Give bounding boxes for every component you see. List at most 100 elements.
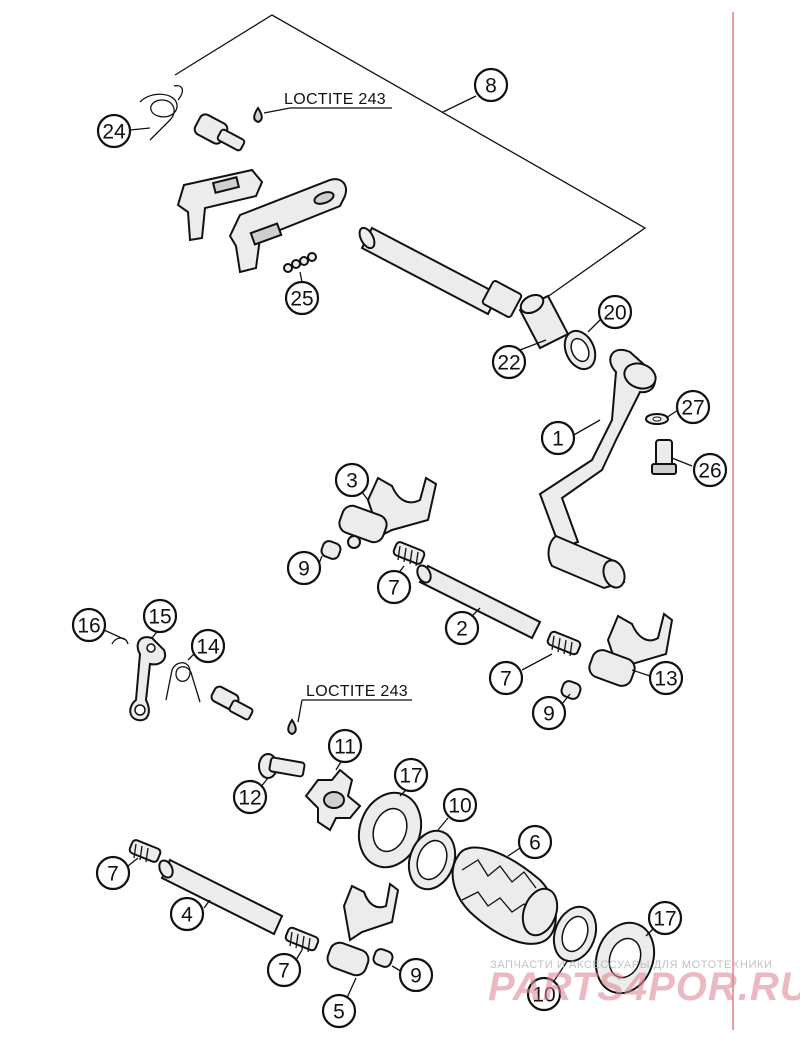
screw-12 — [258, 753, 306, 779]
shift-rod-2 — [416, 564, 542, 640]
bolt-stop — [193, 113, 246, 152]
callout-27: 27 — [675, 389, 711, 425]
callout-2: 2 — [444, 610, 480, 646]
svg-text:10: 10 — [532, 984, 555, 1007]
svg-text:12: 12 — [238, 787, 261, 810]
shift-shaft-assembly-frame — [174, 14, 647, 301]
svg-text:2: 2 — [456, 618, 468, 641]
spring-7-lower-left — [128, 839, 162, 863]
callout-7-upper: 7 — [376, 569, 412, 605]
watermark-caption: ЗАПЧАСТИ И АКСЕССУАРЫ ДЛЯ МОТОТЕХНИКИ — [490, 959, 772, 971]
callout-16: 16 — [71, 607, 107, 643]
shift-drum-6 — [451, 846, 559, 945]
roller-9-middle — [560, 680, 582, 700]
spring-7-lower-right — [284, 926, 320, 953]
svg-text:15: 15 — [148, 606, 171, 629]
callout-9-lower: 9 — [398, 957, 434, 993]
svg-text:17: 17 — [399, 765, 422, 788]
shift-plate-rear — [176, 168, 264, 242]
callout-1: 1 — [540, 420, 576, 456]
svg-text:9: 9 — [410, 965, 422, 988]
callout-4: 4 — [169, 896, 205, 932]
callout-26: 26 — [692, 452, 728, 488]
small-spring-25 — [283, 252, 317, 273]
svg-text:9: 9 — [298, 558, 310, 581]
svg-text:27: 27 — [681, 397, 704, 420]
svg-text:6: 6 — [529, 832, 541, 855]
callout-14: 14 — [190, 628, 226, 664]
callout-13: 13 — [648, 660, 684, 696]
roller-9-lower — [372, 948, 394, 968]
svg-text:20: 20 — [603, 302, 626, 325]
locking-lever-15 — [129, 636, 166, 722]
callout-8: 8 — [473, 67, 509, 103]
svg-text:26: 26 — [698, 460, 721, 483]
shift-plate-front — [228, 178, 348, 274]
shift-fork-3 — [338, 476, 438, 549]
svg-text:7: 7 — [500, 668, 512, 691]
callout-12: 12 — [232, 779, 268, 815]
spring-7-upper — [392, 541, 426, 567]
callout-9-middle: 9 — [531, 695, 567, 731]
shim-10-lower — [552, 905, 598, 963]
needle-bearing-22 — [518, 293, 570, 350]
svg-text:17: 17 — [653, 908, 676, 931]
svg-text:7: 7 — [278, 960, 290, 983]
callout-10-upper: 10 — [442, 787, 478, 823]
callout-7-lower-left: 7 — [95, 855, 131, 891]
svg-text:25: 25 — [290, 288, 313, 311]
svg-text:3: 3 — [346, 470, 358, 493]
svg-text:8: 8 — [485, 75, 497, 98]
svg-text:24: 24 — [102, 121, 126, 144]
callout-11: 11 — [327, 728, 363, 764]
callout-7-middle: 7 — [488, 660, 524, 696]
screw-26 — [651, 439, 677, 475]
callout-17-upper: 17 — [393, 757, 429, 793]
loctite-drop-top — [253, 106, 263, 124]
roller-9-upper — [320, 540, 342, 560]
bolt-stop-lower — [210, 685, 254, 721]
svg-text:13: 13 — [654, 668, 677, 691]
spring-24 — [139, 84, 184, 141]
seal-ring-20 — [563, 329, 597, 371]
callout-15: 15 — [142, 598, 178, 634]
callout-7-lower-right: 7 — [266, 952, 302, 988]
callout-5: 5 — [321, 993, 357, 1029]
callout-9-upper: 9 — [286, 550, 322, 586]
shift-shaft — [358, 226, 523, 318]
svg-text:22: 22 — [497, 352, 520, 375]
shift-fork-5 — [326, 882, 400, 977]
watermark-brand: PARTS4POR.RU — [488, 965, 800, 1009]
shift-rod-4 — [158, 858, 284, 936]
svg-text:16: 16 — [77, 615, 100, 638]
callout-6: 6 — [517, 824, 553, 860]
shift-drum-locator-11 — [304, 768, 362, 832]
callout-10-lower: 10 — [526, 976, 562, 1012]
callout-17-lower: 17 — [647, 900, 683, 936]
bearing-17-upper — [357, 791, 423, 869]
svg-text:11: 11 — [334, 736, 356, 759]
circlip-16 — [111, 637, 129, 645]
svg-text:7: 7 — [388, 577, 400, 600]
washer-27 — [645, 413, 669, 425]
svg-text:4: 4 — [181, 904, 193, 927]
svg-text:7: 7 — [107, 863, 119, 886]
watermark: ЗАПЧАСТИ И АКСЕССУАРЫ ДЛЯ МОТОТЕХНИКИ PA… — [488, 959, 800, 1009]
loctite-note-top: LOCTITE 243 — [284, 91, 386, 108]
svg-text:5: 5 — [333, 1001, 345, 1024]
callout-24: 24 — [96, 113, 132, 149]
shift-fork-13 — [588, 612, 674, 687]
spring-7-middle — [546, 630, 582, 657]
callout-25: 25 — [284, 280, 320, 316]
callout-22: 22 — [491, 344, 527, 380]
svg-text:14: 14 — [196, 636, 220, 659]
svg-text:1: 1 — [552, 428, 564, 451]
callout-3: 3 — [334, 462, 370, 498]
spring-14 — [165, 662, 201, 703]
loctite-note-mid: LOCTITE 243 — [306, 683, 408, 700]
callout-20: 20 — [597, 294, 633, 330]
svg-text:10: 10 — [448, 795, 471, 818]
bearing-17-lower — [594, 921, 656, 995]
loctite-drop-mid — [287, 718, 297, 736]
